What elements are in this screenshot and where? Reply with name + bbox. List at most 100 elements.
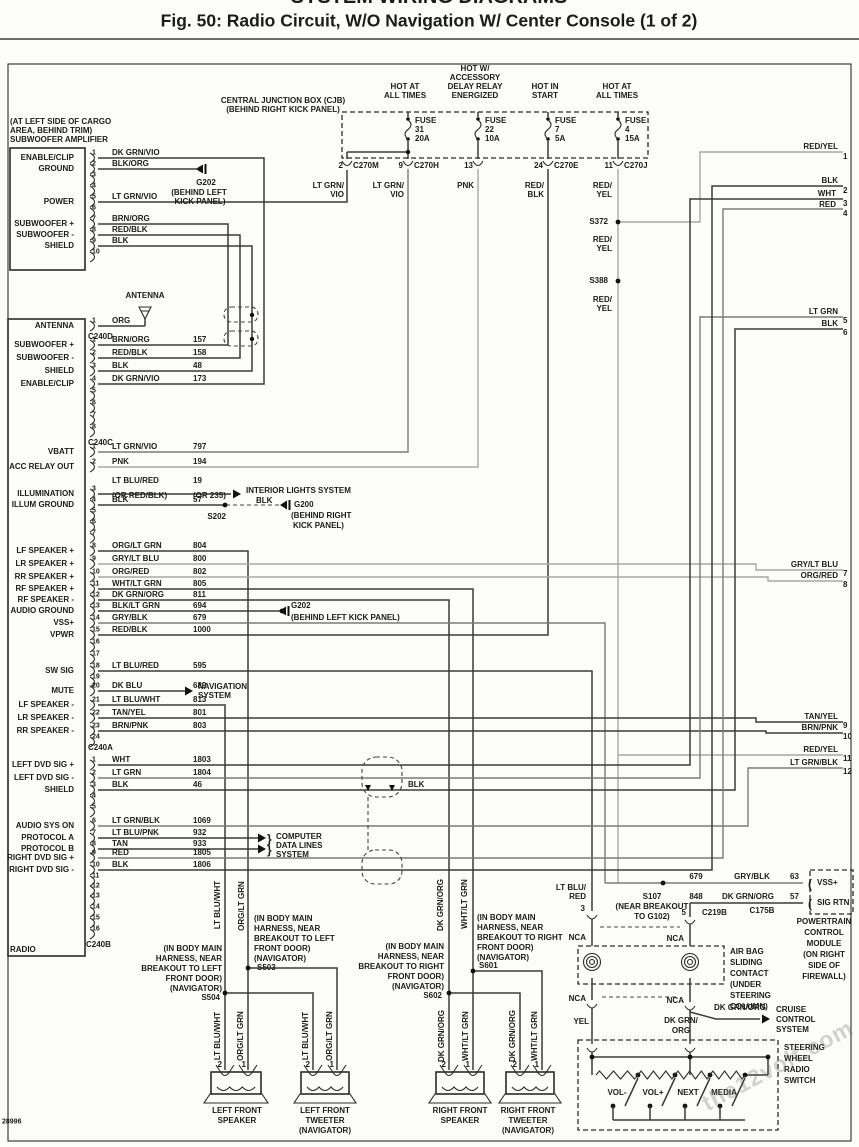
pin-number: 6 [92,399,96,407]
diagram-label: VOL- [607,1088,627,1097]
diagram-label: HOT IN [531,82,559,91]
pin-bump [89,545,96,557]
pin-function-label: LR SPEAKER - [17,713,74,722]
speaker-pin-bump [536,1070,548,1077]
pin-number: 8 [92,542,96,550]
diagram-label: ( [808,897,812,911]
diagram-label: ACCESSORY [449,73,501,82]
diagram-label: LEFT FRONT [300,1106,350,1115]
pin-number: 15 [92,914,100,922]
wire-color-label: RED/BLK [112,625,148,634]
pin-function-label: RR SPEAKER - [16,726,74,735]
diagram-label: 3 [843,199,848,208]
resistor-icon [595,1070,639,1080]
diagram-label: 3 [580,904,585,913]
wire-color-label: RED [112,848,129,857]
pin-bump [89,712,96,724]
diagram-label: FRONT DOOR) [477,943,534,952]
speaker-pin-tick [238,1064,258,1072]
diagram-label: 1 [329,1060,334,1069]
diagram-label: RED [569,892,586,901]
wire-color-label: LT GRN/VIO [112,442,158,451]
diagram-label: BREAKOUT TO RIGHT [358,962,444,971]
diagram-label: LT BLU/ [555,883,586,892]
diagram-label: BLK [408,780,425,789]
diagram-label: SYSTEM [198,691,231,700]
fig-title: Fig. 50: Radio Circuit, W/O Navigation W… [160,10,698,31]
diagram-label: RED/ [592,295,612,304]
diagram-label: FUSE [415,116,437,125]
diagram-label: PNK [457,181,474,190]
system-arrow-icon [258,844,266,854]
diagram-label: 1 [465,1060,470,1069]
pin-number: 4 [92,182,96,190]
diagram-label: 11 [604,161,613,170]
pin-bump [89,629,96,641]
pin-function-label: VBATT [47,447,74,456]
diagram-label: 63 [790,872,799,881]
pin-function-label: RIGHT DVD SIG + [7,853,74,862]
diagram-label: 2 [217,1060,222,1069]
diagram-label: ORG/LT GRN [237,881,246,931]
wire-color-label: BLK [112,495,129,504]
pin-number: 5 [92,387,96,395]
pin-number: 5 [92,193,96,201]
pin-number: 13 [92,892,100,900]
diagram-label: SWITCH [784,1076,816,1085]
wire-number-label: 694 [193,601,207,610]
diagram-label: AIR BAG [730,947,764,956]
airbag-sliding-contact [577,919,725,1075]
ground-icon [280,500,287,510]
pin-number: 3 [92,171,96,179]
wire-color-label: ORG [112,316,131,325]
pcm-wires [689,869,854,917]
wire-number-label: 805 [193,579,207,588]
pin-number: 2 [92,458,96,466]
pin-function-label: SUBWOOFER - [16,353,74,362]
pin-function-label: SUBWOOFER + [14,219,74,228]
speaker-pin-tick [510,1064,530,1072]
pin-bump [89,152,96,164]
diagram-label: BREAKOUT TO LEFT [141,964,222,973]
pin-number: 10 [92,248,100,256]
speaker-pin-bump [443,1070,455,1077]
diagram-label: (AT LEFT SIDE OF CARGO [10,117,112,126]
pin-function-label: VPWR [50,630,74,639]
pin-number: 14 [92,903,100,911]
pin-bump [89,390,96,402]
wire-number-label: 811 [193,590,206,599]
resistor-icon [709,1070,746,1080]
pin-bump [89,339,96,351]
shield-capsule-dvd [361,756,403,885]
pin-number: 1 [92,756,96,764]
pin-bump [89,725,96,737]
cjb-connector-bump [472,160,484,167]
diagram-label: LT BLU/WHT [213,1011,222,1061]
pin-bump [89,665,96,677]
pin-number: 7 [92,829,96,837]
pin-number: 5 [92,803,96,811]
fuse-icon [614,119,622,140]
diagram-label: S107 [642,892,662,901]
switch-blade [696,1077,711,1107]
pin-bump [89,605,96,617]
diagram-label: (OR 235) [193,491,226,500]
wire-color-label: GRY/BLK [112,613,148,622]
diagram-label: LT GRN [808,307,838,316]
diagram-label: 2 [338,161,343,170]
pin-number: 7 [92,215,96,223]
wire-number-label: 1806 [193,860,211,869]
connector-bump [586,914,598,920]
diagram-label: S503 [257,963,276,972]
wire-number-label: 157 [193,335,207,344]
diagram-label: SYSTEM [776,1025,809,1034]
pin-number: 6 [92,817,96,825]
pin-number: 8 [92,423,96,431]
diagram-label: STEERING [784,1043,825,1052]
diagram-label: CONTACT [730,969,769,978]
diagram-label: 9 [398,161,403,170]
diagram-label: SYSTEM [276,850,309,859]
diagram-label: (NEAR BREAKOUT [615,902,689,911]
